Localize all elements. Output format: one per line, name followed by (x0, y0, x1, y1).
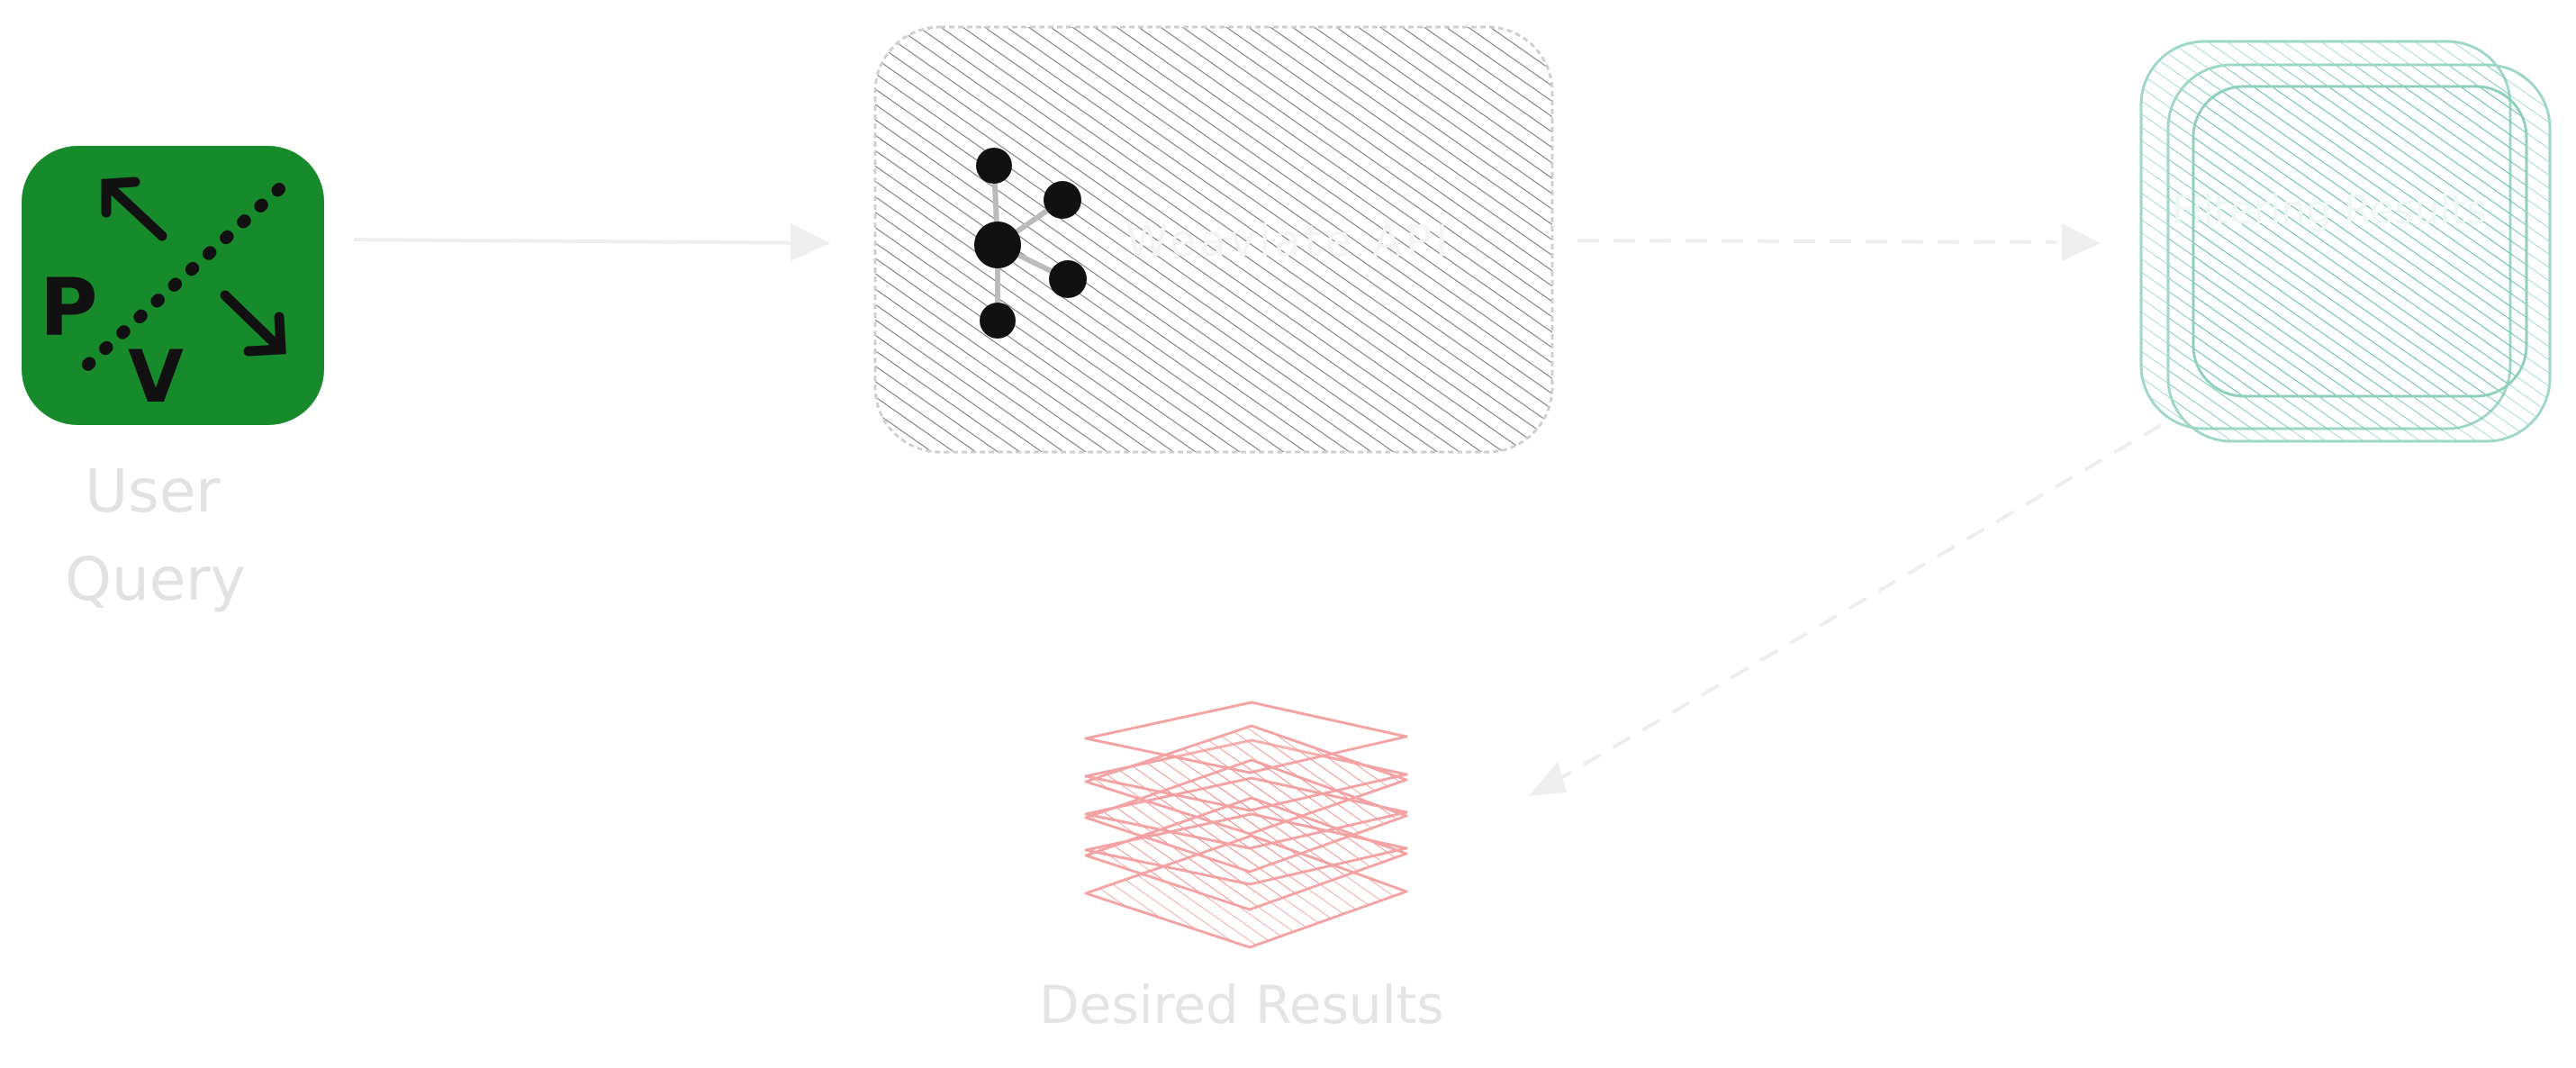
arrow-head-icon (2062, 223, 2101, 261)
user-query-label-line2: Query (65, 545, 246, 614)
pv-arrows-icon (75, 176, 286, 377)
user-query-label-line1: User (85, 457, 221, 526)
node-graph-icon (974, 148, 1087, 339)
edge-user-to-center (353, 223, 830, 261)
desired-results-label: Desired Results (1039, 974, 1444, 1036)
edge-filtering-to-desired (1529, 423, 2163, 796)
icon-letter-v: V (128, 335, 184, 419)
desired-results-node[interactable]: Desired Results (1039, 701, 1444, 1036)
user-query-node[interactable]: P V User Query (22, 146, 324, 614)
filtering-results-label: Filtering Results (2172, 187, 2487, 233)
center-node-label: Weaviate API (1125, 216, 1451, 267)
arrow-head-icon (791, 223, 830, 261)
center-node-box (873, 25, 1554, 454)
filtering-card-front (2192, 85, 2528, 398)
arrow-head-icon (1529, 762, 1567, 796)
icon-letter-p: P (40, 261, 98, 354)
edge-center-to-filtering (1577, 223, 2101, 261)
filtering-results-node[interactable]: Filtering Results (2139, 40, 2552, 443)
center-node[interactable]: Weaviate API (873, 25, 1554, 454)
layers-stack-icon (1084, 701, 1408, 949)
